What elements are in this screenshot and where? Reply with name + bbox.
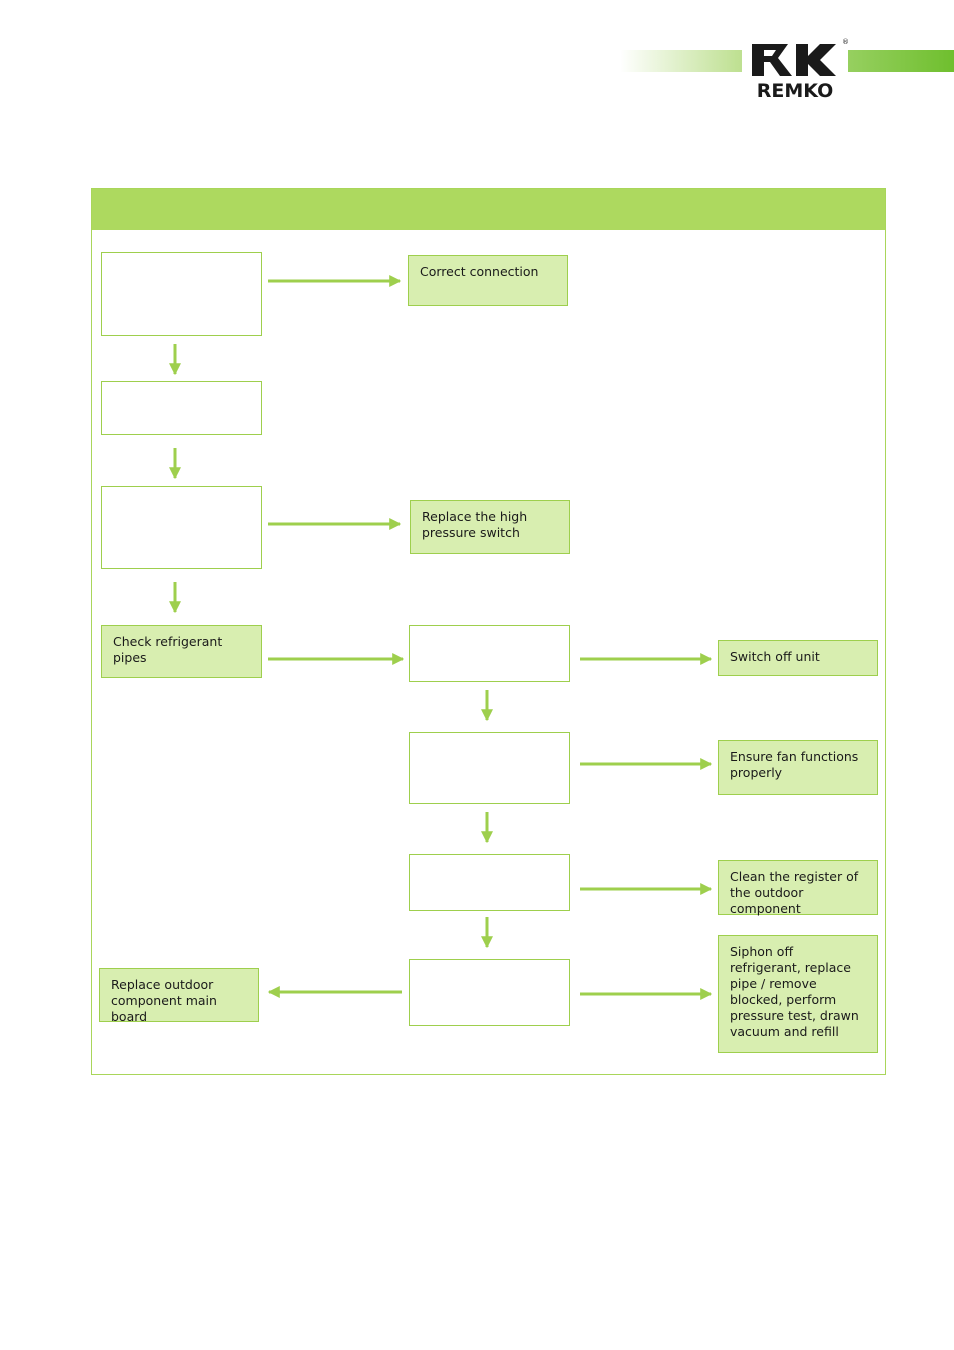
step-box-7 — [409, 959, 570, 1026]
step-box-4 — [409, 625, 570, 682]
step-box-5 — [409, 732, 570, 804]
correct-connection-box: Correct connection — [408, 255, 568, 306]
replace-high-pressure-switch-box: Replace the high pressure switch — [410, 500, 570, 554]
step-box-2 — [101, 381, 262, 435]
remko-logo-mark-icon — [752, 44, 836, 76]
switch-off-unit-box: Switch off unit — [718, 640, 878, 676]
clean-register-box: Clean the register of the outdoor compon… — [718, 860, 878, 916]
step-box-3 — [101, 486, 262, 569]
check-refrigerant-pipes-box: Check refrigerant pipes — [101, 625, 262, 678]
step-box-1 — [101, 252, 262, 336]
logo-wordmark: REMKO — [756, 80, 834, 102]
flowchart-panel-header — [92, 189, 885, 230]
ensure-fan-functions-box: Ensure fan functions properly — [718, 740, 878, 795]
step-box-6 — [409, 854, 570, 911]
replace-main-board-box: Replace outdoor component main board — [99, 968, 259, 1024]
registered-mark: ® — [842, 38, 849, 46]
siphon-off-refrigerant-box: Siphon off refrigerant, replace pipe / r… — [718, 935, 878, 1053]
remko-logo: ® REMKO — [742, 36, 849, 106]
